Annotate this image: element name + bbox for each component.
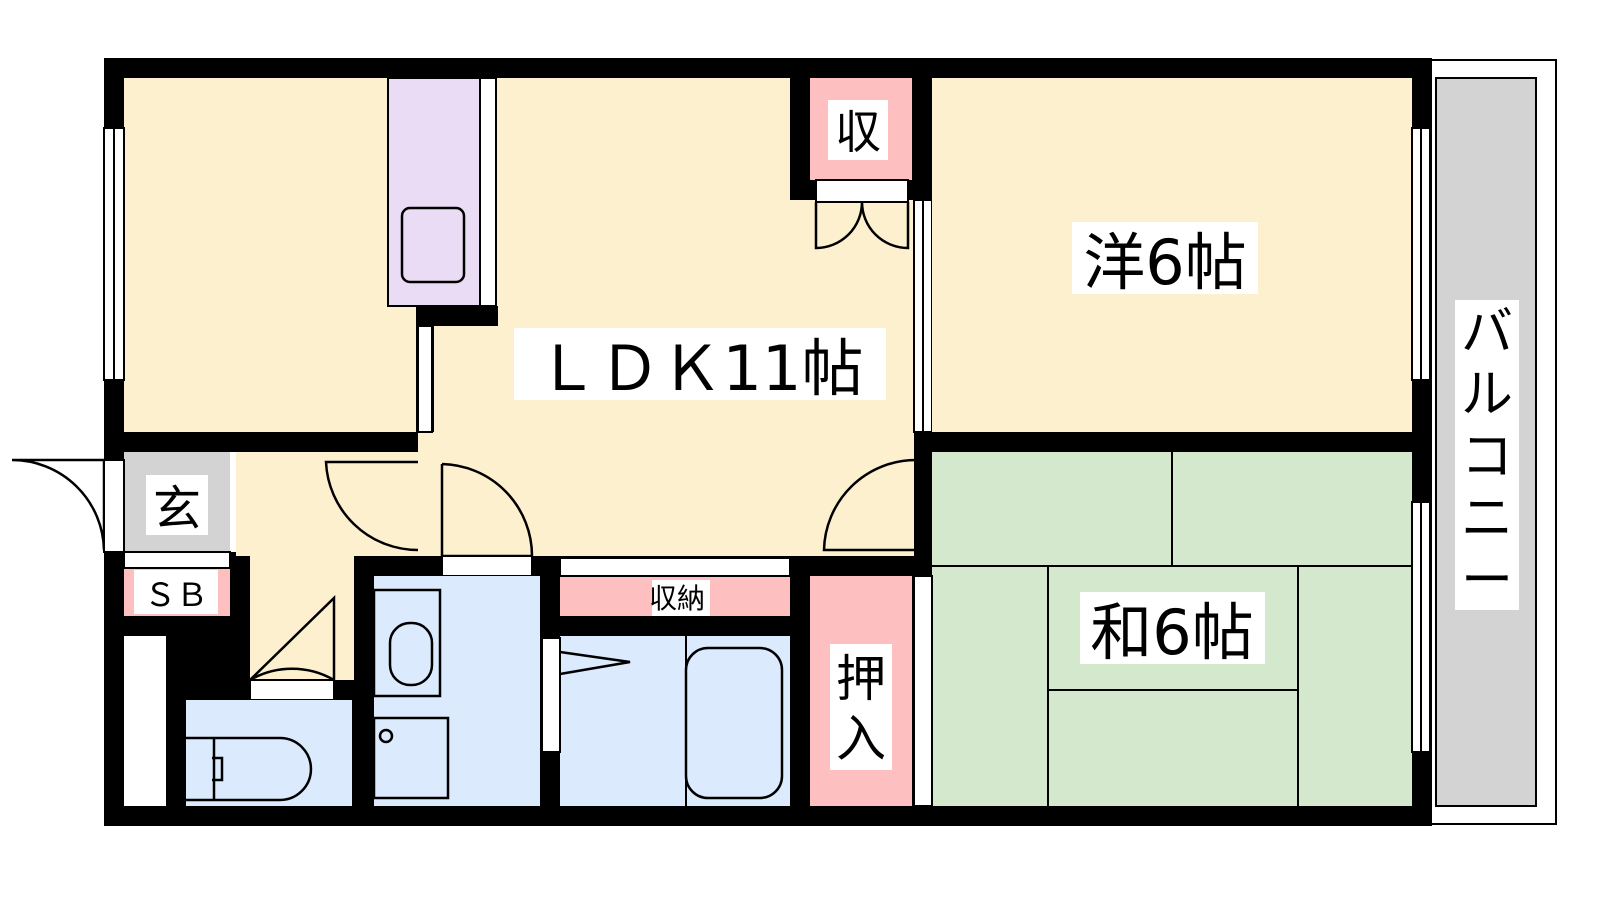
balcony-char: ー: [1461, 551, 1513, 611]
label-bg: [652, 580, 710, 616]
closet-double-door[interactable]: [814, 201, 910, 250]
oshiire-sliding-door[interactable]: [913, 575, 933, 807]
toilet-room: [186, 700, 352, 806]
balcony-label-bg: [1455, 300, 1519, 610]
shoebox-door: [123, 551, 231, 569]
entrance-door[interactable]: [11, 458, 106, 551]
shoebox-label: ＳＢ: [144, 576, 208, 614]
hallway-lower: [250, 556, 354, 680]
japanese-room-label: 和6帖: [1090, 596, 1253, 669]
oshiire-label-bottom: 入: [836, 710, 886, 768]
wall: [912, 78, 932, 200]
kitchen-wall: [416, 306, 498, 326]
door-frame: [249, 679, 335, 701]
label-bg: [514, 328, 886, 400]
japanese-room-door[interactable]: [822, 458, 918, 552]
toilet-door[interactable]: [249, 595, 336, 683]
sink-icon: [400, 206, 466, 284]
counter-edge: [479, 77, 497, 307]
western-room-label: 洋6帖: [1083, 226, 1246, 299]
bathtub-icon: [684, 646, 784, 800]
closet-small-label: 収: [835, 105, 881, 159]
toilet-icon: [186, 736, 313, 802]
closet-door-frame: [815, 179, 909, 203]
bathroom: [560, 636, 790, 806]
label-bg: [828, 100, 888, 160]
balcony-label: バ ル コ ニ ー: [1461, 303, 1513, 611]
storage-white: [124, 636, 166, 806]
drain-icon: [378, 728, 394, 744]
vanity: [372, 588, 442, 698]
balcony-char: バ: [1461, 303, 1513, 363]
tatami-lines: [932, 452, 1412, 806]
oshiire-label-top: 押: [836, 650, 886, 708]
label-bg: [1072, 222, 1258, 294]
basin-icon: [388, 621, 434, 687]
folding-door-icon: [559, 650, 631, 676]
washroom: [374, 576, 540, 806]
storage-sliding-door[interactable]: [559, 557, 791, 577]
ldk-label: ＬＤＫ11帖: [537, 332, 864, 405]
label-bg: [134, 570, 218, 614]
entrance-label: 玄: [153, 481, 201, 537]
hall-door[interactable]: [324, 460, 419, 552]
door-frame: [441, 555, 533, 577]
room-upper-left: [124, 78, 418, 432]
step: [230, 452, 236, 552]
label-bg: [830, 644, 892, 770]
bath-door[interactable]: [541, 637, 561, 753]
washing-machine: [372, 716, 450, 800]
label-bg: [146, 475, 208, 535]
label-bg: [1080, 592, 1265, 664]
door-frame: [103, 459, 125, 553]
balcony-char: コ: [1461, 427, 1513, 487]
washroom-door[interactable]: [440, 462, 534, 558]
balcony-char: ニ: [1461, 489, 1513, 549]
storage-label: 収納: [649, 582, 705, 615]
partition-door[interactable]: [417, 325, 433, 433]
balcony-char: ル: [1461, 365, 1513, 425]
